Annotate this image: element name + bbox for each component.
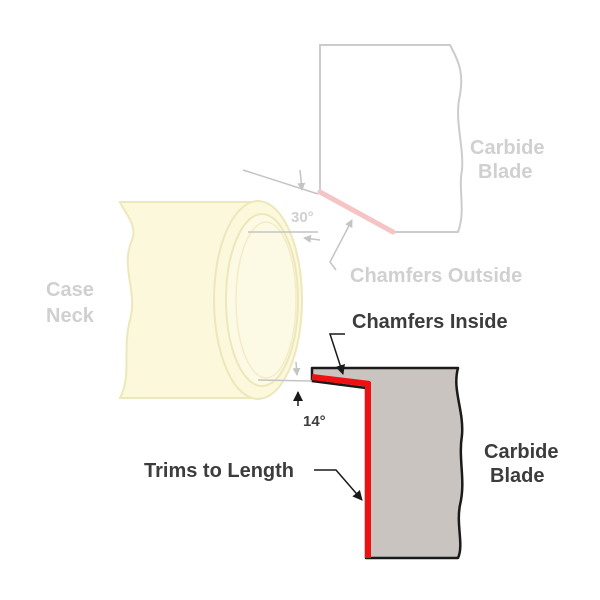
case-neck-label-line1: Case	[46, 279, 94, 301]
top-carbide-blade	[319, 44, 464, 233]
chamfers-inside-label: Chamfers Inside	[352, 311, 508, 333]
chamfers-outside-label: Chamfers Outside	[350, 265, 522, 287]
case-mouth-inner	[225, 213, 299, 387]
angle-14-label: 14°	[303, 413, 326, 430]
top-blade-label-line2: Blade	[478, 161, 532, 183]
angle-30-label: 30°	[291, 209, 314, 226]
angle-14-indicator	[257, 361, 313, 406]
inside-chamfer-edge	[311, 374, 371, 387]
outside-chamfer-highlight	[317, 189, 396, 235]
trims-to-length-leader	[314, 469, 363, 501]
chamfers-outside-leader	[329, 219, 353, 271]
top-blade-label-line1: Carbide	[470, 137, 544, 159]
bottom-carbide-blade	[310, 366, 464, 560]
angle-30-indicator	[242, 169, 321, 243]
chamfers-inside-leader	[328, 333, 345, 375]
trims-to-length-label: Trims to Length	[144, 460, 294, 482]
case-neck	[118, 200, 303, 400]
bottom-blade-label-line1: Carbide	[484, 441, 558, 463]
case-neck-label-line2: Neck	[46, 305, 95, 327]
bottom-blade-label-line2: Blade	[490, 465, 544, 487]
